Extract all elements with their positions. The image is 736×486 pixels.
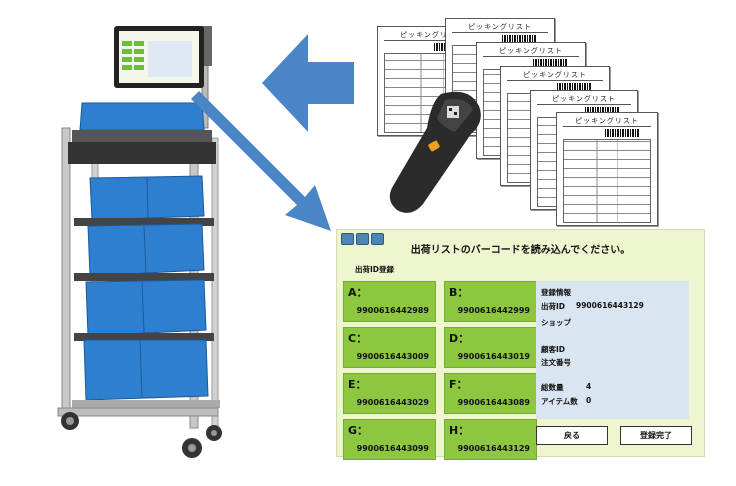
menu-icon[interactable] — [356, 233, 369, 245]
total-quantity-value: 4 — [586, 382, 592, 391]
slot-f[interactable]: F： 9900616443089 — [444, 373, 537, 414]
barcode-icon — [557, 83, 591, 91]
info-header: 登録情報 — [541, 288, 571, 297]
slot-grid: A： 9900616442989 B： 9900616442999 C： 990… — [343, 281, 537, 460]
slot-label: A： — [348, 286, 368, 299]
slot-label: E： — [348, 378, 367, 391]
registration-screen: 出荷リストのバーコードを読み込んでください。 出荷ID登録 A： 9900616… — [336, 229, 705, 460]
barcode-icon — [585, 107, 619, 115]
slot-b[interactable]: B： 9900616442999 — [444, 281, 537, 322]
slot-label: C： — [348, 332, 368, 345]
slot-d[interactable]: D： 9900616443019 — [444, 327, 537, 368]
arrow-left-icon — [262, 34, 354, 132]
registration-info-panel: 登録情報 出荷ID 9900616443129 ショップ 顧客ID 注文番号 総… — [536, 281, 689, 419]
sheet-title: ピッキングリスト — [483, 46, 579, 57]
slot-value: 9900616443129 — [457, 444, 530, 453]
complete-registration-button[interactable]: 登録完了 — [620, 426, 692, 445]
sheet-title: ピッキングリスト — [384, 30, 480, 41]
slot-value: 9900616443099 — [356, 444, 429, 453]
slot-label: B： — [449, 286, 469, 299]
barcode-icon — [502, 35, 536, 43]
slot-value: 9900616443029 — [356, 398, 429, 407]
total-quantity-label: 総数量 — [541, 383, 564, 392]
sheet-title: ピッキングリスト — [537, 94, 631, 105]
slot-value: 9900616442999 — [457, 306, 530, 315]
home-icon[interactable] — [341, 233, 354, 245]
barcode-icon — [533, 59, 567, 67]
slot-label: H： — [449, 424, 470, 437]
slot-value: 9900616443019 — [457, 352, 530, 361]
slot-g[interactable]: G： 9900616443099 — [343, 419, 436, 460]
arrow-down-right-icon — [191, 91, 331, 231]
item-count-label: アイテム数 — [541, 397, 578, 406]
back-button[interactable]: 戻る — [536, 426, 608, 445]
shop-label: ショップ — [541, 318, 571, 327]
order-number-label: 注文番号 — [541, 358, 571, 367]
slot-h[interactable]: H： 9900616443129 — [444, 419, 537, 460]
customer-id-label: 顧客ID — [541, 345, 566, 354]
picking-list-sheet: ピッキングリスト — [556, 112, 658, 226]
section-label: 出荷ID登録 — [355, 265, 395, 274]
sheet-title: ピッキングリスト — [507, 70, 603, 81]
shipment-id-label: 出荷ID — [541, 302, 566, 311]
slot-a[interactable]: A： 9900616442989 — [343, 281, 436, 322]
item-count-value: 0 — [586, 396, 592, 405]
window-controls — [341, 233, 384, 245]
sheet-title: ピッキングリスト — [452, 22, 548, 33]
slot-label: G： — [348, 424, 369, 437]
picking-cart-image — [52, 18, 227, 470]
settings-icon[interactable] — [371, 233, 384, 245]
shipment-id-value: 9900616443129 — [576, 301, 644, 310]
slot-e[interactable]: E： 9900616443029 — [343, 373, 436, 414]
barcode-icon — [605, 129, 639, 137]
barcode-scanner-icon — [389, 91, 481, 213]
slot-label: F： — [449, 378, 468, 391]
page-title: 出荷リストのバーコードを読み込んでください。 — [410, 245, 631, 256]
slot-label: D： — [449, 332, 470, 345]
slot-value: 9900616443009 — [356, 352, 429, 361]
slot-c[interactable]: C： 9900616443009 — [343, 327, 436, 368]
sheet-title: ピッキングリスト — [563, 116, 651, 127]
slot-value: 9900616443089 — [457, 398, 530, 407]
slot-value: 9900616442989 — [356, 306, 429, 315]
